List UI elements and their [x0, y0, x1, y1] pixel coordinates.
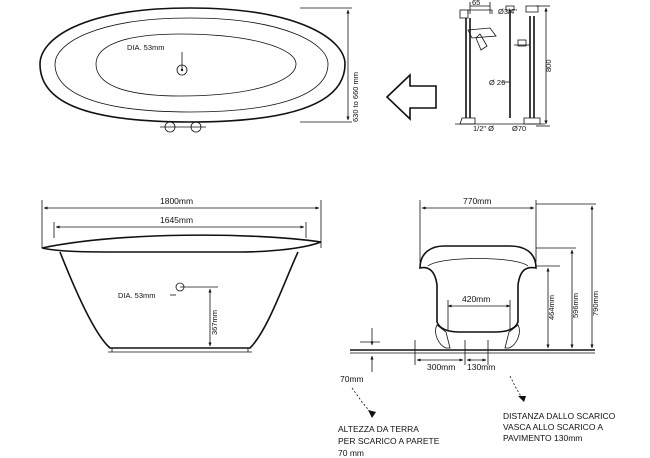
spout-top	[467, 9, 493, 14]
end-420-label: 420mm	[462, 294, 490, 304]
side-view: 1800mm 1645mm DIA. 53mm 367mm	[41, 196, 322, 353]
tap-70-label: Ø70	[512, 124, 526, 133]
spout-head	[459, 9, 469, 19]
note-wall-line2: PER SCARICO A PARETE	[338, 436, 440, 446]
note-floor-line2: VASCA ALLO SCARICO A	[503, 422, 603, 432]
note-floor-line1: DISTANZA DALLO SCARICO	[503, 411, 616, 421]
tub-inner-rim	[54, 17, 329, 113]
note-floor-line3: PAVIMENTO 130mm	[503, 433, 582, 443]
top-drain-label: DIA. 53mm	[127, 43, 165, 52]
end-foot-left	[435, 324, 451, 349]
tap-pipe-label: Ø3/4"	[498, 7, 517, 16]
side-tub-rim	[41, 234, 322, 253]
note-floor-arrowhead	[518, 396, 526, 402]
tap-26-label: Ø 26	[489, 78, 505, 87]
end-596-label: 596mm	[571, 293, 580, 318]
valve-handle-right	[525, 5, 539, 13]
side-drain-label: DIA. 53mm	[118, 291, 156, 300]
tap-800-label: 800	[544, 59, 553, 72]
note-wall-line3: 70 mm	[338, 448, 364, 458]
end-tub-body	[419, 245, 537, 333]
note-wall-arrowhead	[368, 410, 376, 418]
note-wall-line1: ALTEZZA DA TERRA	[338, 424, 419, 434]
dist-300-label: 300mm	[427, 362, 455, 372]
mixer-body	[517, 39, 527, 47]
top-view: DIA. 53mm 630 to 660 mm	[39, 7, 360, 133]
end-foot-right	[504, 324, 520, 349]
side-base-edges	[111, 348, 249, 352]
side-1645-label: 1645mm	[160, 215, 193, 225]
tub-basin-outline	[95, 33, 297, 97]
end-464-label: 464mm	[547, 295, 556, 320]
end-790-label: 790mm	[591, 291, 600, 316]
note-wall-leader	[351, 387, 373, 415]
valve-handle-left	[505, 5, 515, 11]
top-width-label: 630 to 660 mm	[351, 72, 360, 122]
tap-half-label: 1/2" Ø	[473, 124, 494, 133]
hand-shower	[475, 33, 488, 51]
note-floor-leader	[509, 375, 523, 399]
notes: ALTEZZA DA TERRA PER SCARICO A PARETE 70…	[338, 375, 616, 458]
tap-65-label: 65	[472, 0, 480, 7]
end-770-label: 770mm	[463, 196, 491, 206]
direction-arrow	[385, 73, 437, 121]
side-367-label: 367mm	[210, 310, 219, 335]
hand-shower-holder	[467, 27, 497, 39]
tub-outer-rim	[39, 7, 346, 123]
end-rim-inner	[427, 258, 529, 267]
right-floor-flange	[523, 117, 541, 125]
end-view: 770mm 420mm 464mm 596mm 790mm 70mm 300mm…	[340, 196, 600, 384]
tap-view: 65 Ø3/4" Ø 26 800 1/2" Ø Ø70	[455, 0, 553, 133]
side-tub-body	[59, 251, 299, 349]
side-1800-label: 1800mm	[160, 196, 193, 206]
floor-gap-label: 70mm	[340, 374, 364, 384]
dist-130-label: 130mm	[467, 362, 495, 372]
